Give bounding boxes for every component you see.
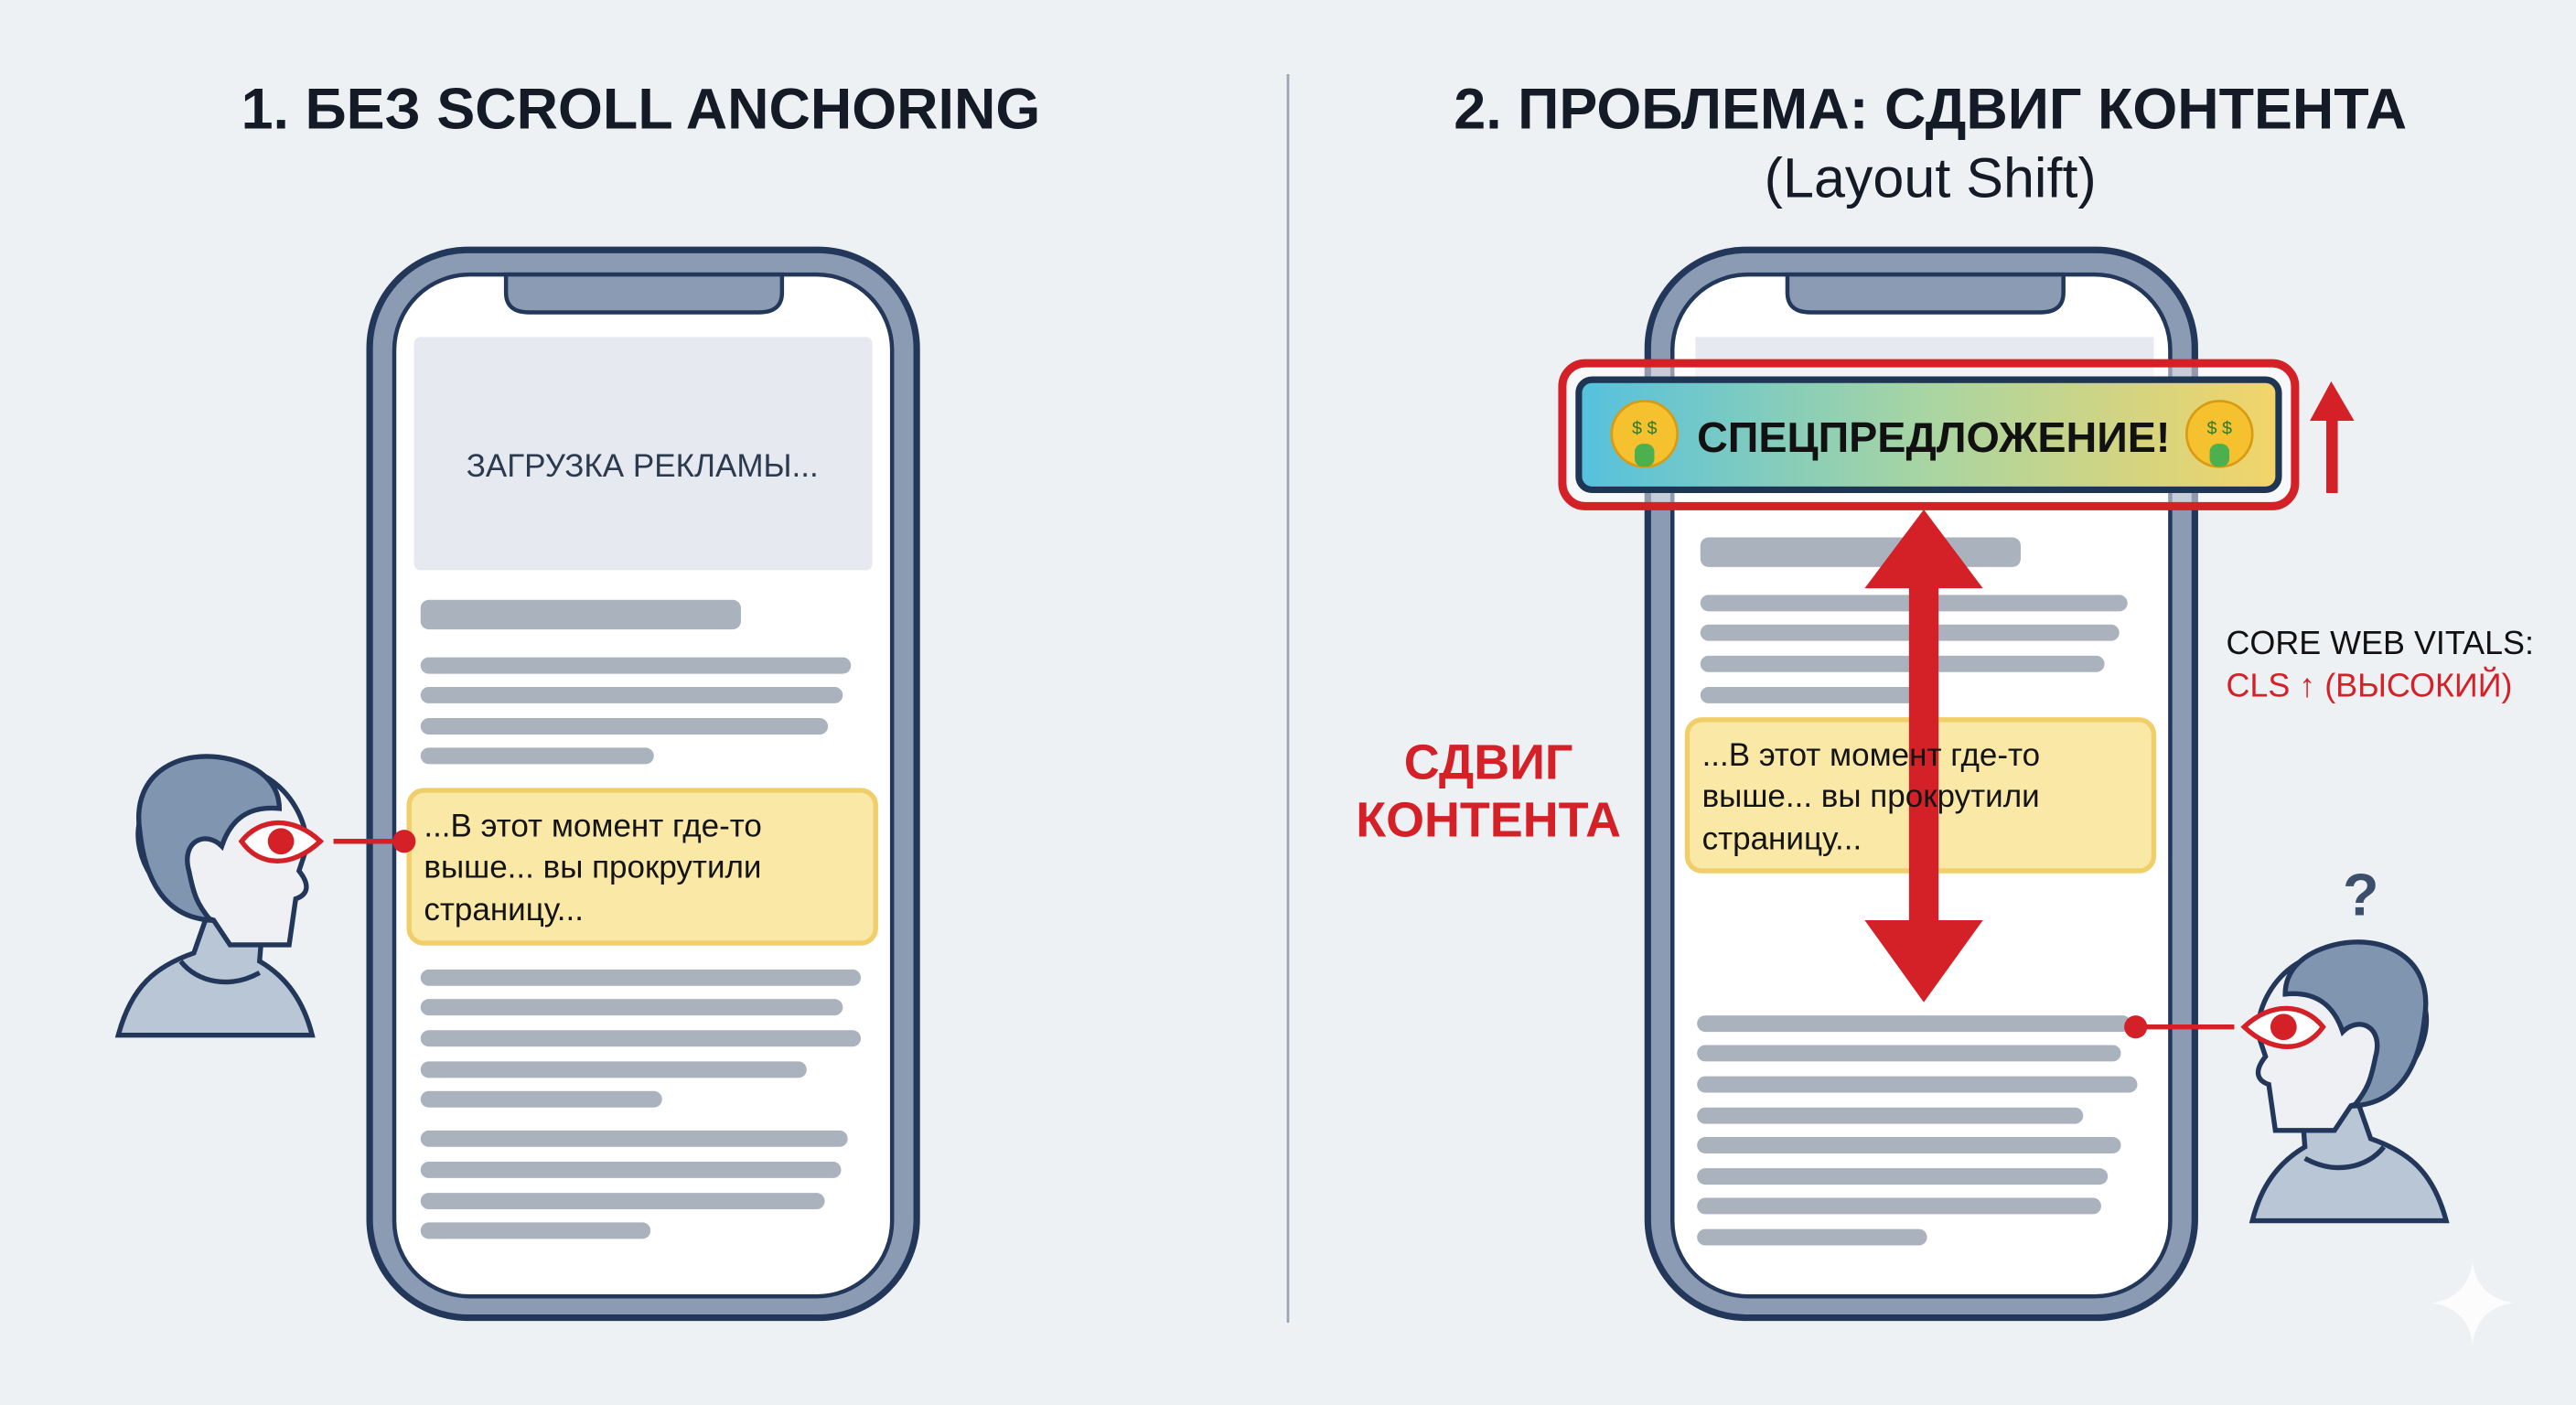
ad-banner-text: СПЕЦПРЕДЛОЖЕНИЕ! (1697, 413, 2170, 461)
metrics-title: CORE WEB VITALS: (2226, 624, 2534, 661)
ad-placeholder-text: ЗАГРУЗКА РЕКЛАМЫ... (467, 448, 819, 484)
highlight-line-1: ...В этот момент где-то (1702, 737, 2041, 773)
arrow-up-icon (2310, 381, 2355, 494)
sparkle-icon (2431, 1261, 2514, 1345)
metrics-value: CLS ↑ (ВЫСОКИЙ) (2226, 667, 2512, 704)
double-arrow-icon (1864, 509, 1983, 1003)
highlight-line-3: страницу... (424, 892, 584, 928)
shift-label-line-1: СДВИГ (1404, 735, 1573, 790)
highlight-line-2: выше... вы прокрутили (1702, 778, 2040, 814)
ad-banner: $ $ $ $ СПЕЦПРЕДЛОЖЕНИЕ! (1558, 359, 2300, 510)
phone-left: ЗАГРУЗКА РЕКЛАМЫ... ...В этот момент где… (366, 246, 920, 1322)
right-subtitle: (Layout Shift) (1765, 147, 2097, 209)
right-title: 2. ПРОБЛЕМА: СДВИГ КОНТЕНТА (1454, 77, 2407, 141)
highlight-box (406, 788, 878, 946)
ad-placeholder (413, 337, 873, 571)
notch (1785, 272, 2066, 315)
money-face-icon: $ $ (1610, 400, 1679, 468)
highlight-line-1: ...В этот момент где-то (424, 808, 762, 843)
right-highlight-text: ...В этот момент где-то выше... вы прокр… (1702, 737, 2041, 857)
left-title: 1. БЕЗ SCROLL ANCHORING (242, 77, 1041, 141)
gaze-dot-right (2124, 1015, 2148, 1039)
question-mark: ? (2343, 862, 2379, 928)
highlight-line-2: выше... вы прокрутили (424, 849, 761, 885)
shift-label-line-2: КОНТЕНТА (1356, 792, 1621, 847)
gaze-dot-left (392, 830, 416, 853)
svg-text:$ $: $ $ (2207, 418, 2232, 438)
svg-text:$ $: $ $ (1632, 418, 1657, 438)
highlight-line-3: страницу... (1702, 821, 1862, 857)
notch (503, 272, 785, 315)
money-face-icon: $ $ (2185, 400, 2254, 468)
